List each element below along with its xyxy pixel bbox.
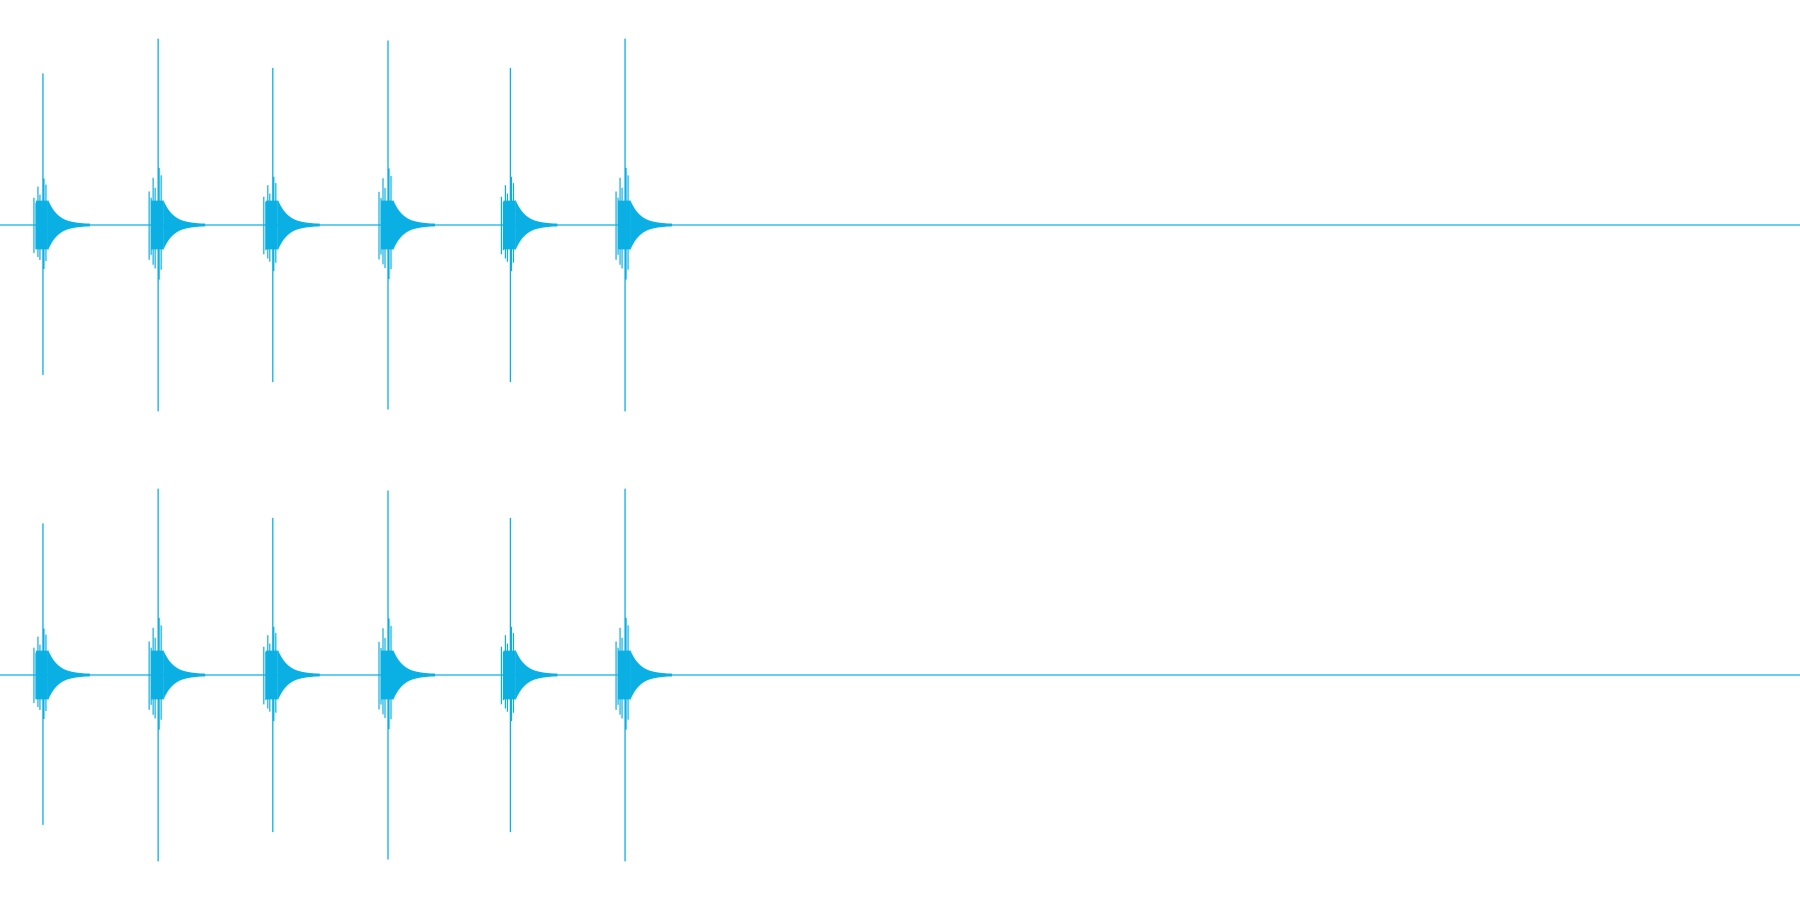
channel-2 [0,488,1800,862]
transient-decay [515,199,558,251]
waveform-channels [0,38,1800,862]
transient-5 [500,517,558,833]
transient-decay [47,649,90,701]
transient-core [381,650,393,700]
transient-1 [33,523,90,825]
transient-1 [33,73,90,375]
transient-core [618,650,631,700]
transient-decay [630,649,673,701]
transient-core [618,200,631,250]
transient-decay [393,199,435,251]
transient-core [151,200,164,250]
transient-2 [148,488,206,862]
transient-decay [277,649,320,701]
transient-core [35,200,48,250]
transient-core [151,650,164,700]
transient-core [35,650,48,700]
transient-decay [277,199,320,251]
transient-5 [500,67,558,383]
transient-core [381,200,393,250]
transient-decay [163,199,206,251]
transient-decay [515,649,558,701]
transient-6 [615,488,673,862]
transient-3 [263,517,320,833]
transient-core [265,200,278,250]
channel-1 [0,38,1800,412]
transient-core [503,200,516,250]
transient-decay [630,199,673,251]
transient-3 [263,67,320,383]
transient-4 [378,40,435,410]
transient-decay [393,649,435,701]
transient-decay [163,649,206,701]
transient-core [265,650,278,700]
transient-decay [47,199,90,251]
transient-core [503,650,516,700]
transient-4 [378,490,435,860]
transient-2 [148,38,206,412]
transient-6 [615,38,673,412]
